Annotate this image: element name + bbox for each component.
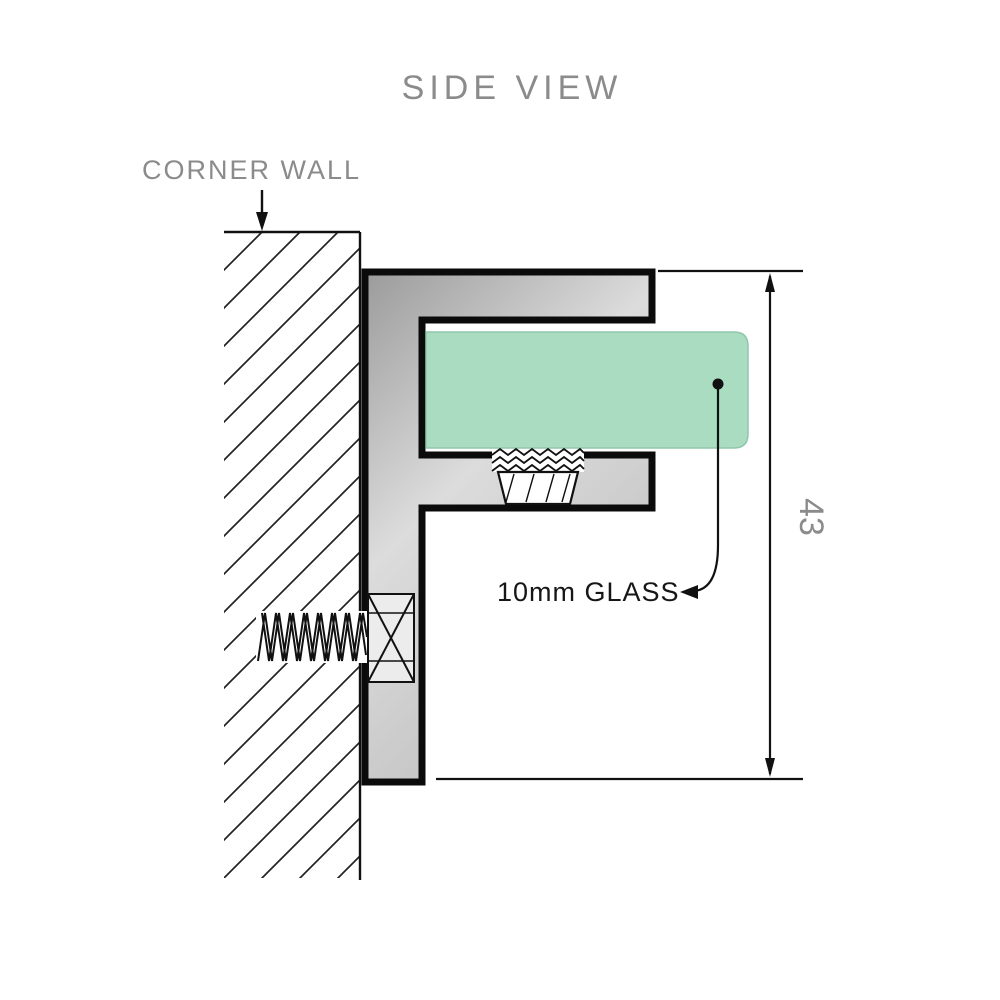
- corner-wall-label: CORNER WALL: [142, 155, 361, 185]
- mounting-screw: [256, 593, 415, 683]
- dimension-arrowhead-top-icon: [765, 273, 775, 292]
- wall-hatching: [224, 232, 360, 878]
- bracket-profile: [361, 268, 656, 786]
- dimension-label: 43: [792, 498, 830, 536]
- grub-screw: [491, 447, 585, 506]
- corner-wall-arrowhead-icon: [256, 212, 268, 231]
- diagram-title: SIDE VIEW: [402, 69, 623, 107]
- glass-leader-dot: [712, 378, 724, 390]
- dimension-arrowhead-bottom-icon: [765, 758, 775, 777]
- glass-leader-line: [693, 388, 720, 593]
- glass-leader-arrowhead-icon: [680, 585, 698, 599]
- glass-label: 10mm GLASS: [497, 577, 680, 607]
- glass-panel: [425, 331, 749, 449]
